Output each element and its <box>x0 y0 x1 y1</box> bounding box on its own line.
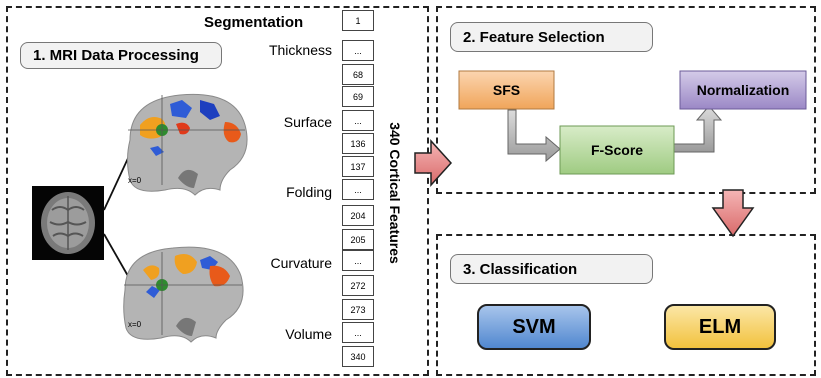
panel-feature-selection <box>436 6 816 194</box>
svm-box-bg <box>477 304 591 350</box>
coord-label-bottom: x=0 <box>128 320 142 329</box>
feature-cell: ... <box>342 40 374 61</box>
normalization-box: Normalization <box>696 82 790 98</box>
panel-mri-processing <box>6 6 429 376</box>
classification-title: 3. Classification <box>450 254 653 284</box>
feature-cell: 204 <box>342 205 374 226</box>
mri-scan-image <box>32 186 104 260</box>
mri-processing-title: 1. MRI Data Processing <box>20 42 222 69</box>
elm-box: ELM <box>698 315 742 338</box>
svm-box: SVM <box>512 315 556 338</box>
feature-cell: ... <box>342 179 374 200</box>
coord-label-top: x=0 <box>128 176 142 185</box>
label-curvature: Curvature <box>270 255 332 271</box>
elm-box-bg <box>664 304 776 350</box>
feature-cell: 340 <box>342 346 374 367</box>
panel-classification <box>436 234 816 376</box>
feature-cell: 136 <box>342 133 374 154</box>
feature-cell: 69 <box>342 86 374 107</box>
normalization-box-bg <box>679 70 807 110</box>
feature-cell: 68 <box>342 64 374 85</box>
feature-selection-title: 2. Feature Selection <box>450 22 653 52</box>
label-thickness: Thickness <box>268 42 332 58</box>
brain-image-bottom <box>123 246 244 343</box>
label-volume: Volume <box>285 326 332 342</box>
feature-cell: 205 <box>342 229 374 250</box>
feature-cell: ... <box>342 110 374 131</box>
fscore-box: F-Score <box>590 142 644 158</box>
feature-cell: 1 <box>342 10 374 31</box>
label-surface: Surface <box>283 114 332 130</box>
fscore-to-normalization-arrow <box>673 105 723 153</box>
sfs-box-bg <box>458 70 555 110</box>
segmentation-title: Segmentation <box>204 14 304 31</box>
feature-cell: ... <box>342 250 374 271</box>
fscore-box-bg <box>559 125 675 175</box>
sfs-to-fscore-arrow <box>507 109 561 163</box>
right-flow-arrow <box>414 139 453 187</box>
sfs-box: SFS <box>492 82 521 98</box>
feature-cell: 137 <box>342 156 374 177</box>
feature-cell: 272 <box>342 275 374 296</box>
feature-cell: 273 <box>342 299 374 320</box>
brain-image-top <box>127 93 248 196</box>
down-flow-arrow <box>711 189 755 238</box>
label-folding: Folding <box>286 184 332 200</box>
feature-cell: ... <box>342 322 374 343</box>
